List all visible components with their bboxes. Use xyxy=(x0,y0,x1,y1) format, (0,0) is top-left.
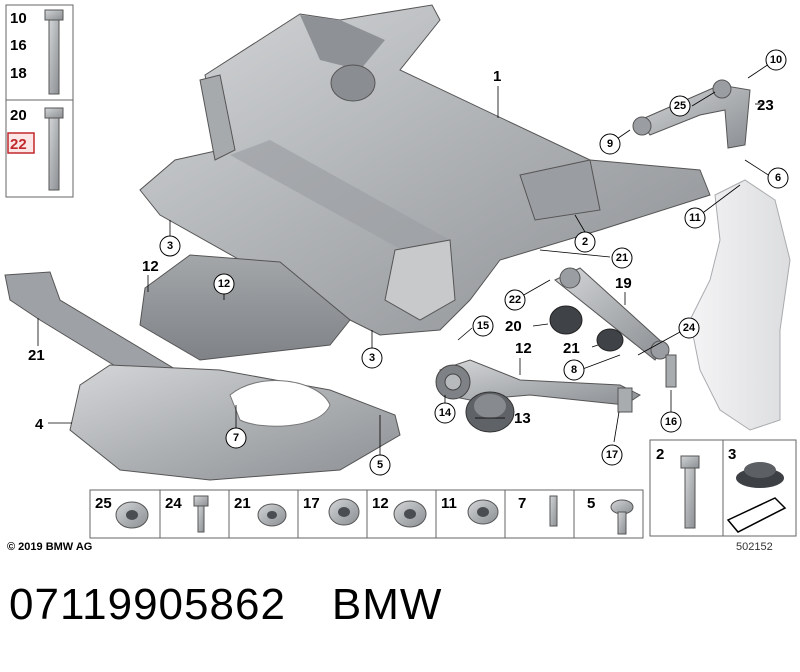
strip-part-7: 7 xyxy=(518,495,526,512)
callout-7: 12 xyxy=(218,278,230,290)
callout-4: 4 xyxy=(35,416,44,433)
bolt-variant-20: 20 xyxy=(10,107,27,124)
callout-21-left: 9 xyxy=(607,138,613,150)
callout-14: 20 xyxy=(505,318,522,335)
clip-7-icon xyxy=(549,495,558,527)
callout-20: 25 xyxy=(674,100,686,112)
callout-22: 6 xyxy=(775,172,781,184)
circled-callouts xyxy=(159,49,789,476)
part-caption: 07119905862 BMW xyxy=(9,580,488,630)
callout-12-lower: 17 xyxy=(606,449,618,461)
bushing-15 xyxy=(596,328,624,352)
callout-19: 23 xyxy=(757,97,774,114)
lower-control-arm xyxy=(554,267,677,388)
upper-control-arm xyxy=(632,79,751,149)
callout-23: 21 xyxy=(28,347,45,364)
short-bolt-icon xyxy=(44,107,64,191)
callout-8: 12 xyxy=(515,340,532,357)
wheel-carrier-knuckle xyxy=(689,179,791,431)
bolt-variant-22-highlighted: 22 xyxy=(10,136,27,153)
callout-12-right: 16 xyxy=(665,416,677,428)
side-parts-box: 2 3 xyxy=(649,439,797,537)
callout-3-upper: 3 xyxy=(167,240,173,252)
side-part-2-label: 2 xyxy=(656,446,664,463)
callout-25: 8 xyxy=(571,364,577,376)
part-number: 07119905862 xyxy=(9,580,286,629)
highlight-box xyxy=(7,132,35,154)
hydro-mount-9 xyxy=(465,391,515,433)
strip-part-24: 24 xyxy=(165,495,182,512)
bolt-length-10: 10 xyxy=(10,10,27,27)
callout-15: 21 xyxy=(563,340,580,357)
callout-9: 13 xyxy=(514,410,531,427)
diagram-code: 502152 xyxy=(736,541,773,553)
tension-strut xyxy=(435,359,641,413)
strip-part-11: 11 xyxy=(441,495,457,512)
copyright-notice: © 2019 BMW AG xyxy=(7,541,93,553)
callout-21-top: 10 xyxy=(770,54,782,66)
callout-11: 15 xyxy=(477,320,489,332)
strip-part-21: 21 xyxy=(234,495,251,512)
exploded-parts-diagram: 10 16 18 20 22 xyxy=(4,4,797,539)
strip-part-25: 25 xyxy=(95,495,112,512)
callout-21-knuckle: 11 xyxy=(689,212,701,224)
side-part-3-label: 3 xyxy=(728,446,736,463)
bolt-length-18: 18 xyxy=(10,65,27,82)
callout-1: 1 xyxy=(493,68,501,85)
callout-6: 12 xyxy=(142,258,159,275)
callout-18: 24 xyxy=(683,322,696,334)
callout-16: 21 xyxy=(616,252,628,264)
bolt-24-icon xyxy=(193,495,209,533)
screw-5-icon xyxy=(610,499,634,535)
bolt-length-16: 16 xyxy=(10,37,27,54)
underbody-panel-4 xyxy=(69,364,401,481)
callout-13: 19 xyxy=(615,275,632,292)
bolt-box: 10 16 18 20 22 xyxy=(5,4,74,198)
callout-3-lower: 3 xyxy=(369,352,375,364)
callout-5: 5 xyxy=(377,459,383,471)
parts-strip: 25 24 21 17 12 11 7 5 xyxy=(89,489,644,539)
callout-10: 14 xyxy=(439,407,452,419)
callout-17: 22 xyxy=(509,294,521,306)
cover-plate-6 xyxy=(139,254,351,361)
cap-3-icon xyxy=(736,462,784,488)
front-axle-subframe xyxy=(139,4,711,336)
strip-part-12: 12 xyxy=(372,495,389,512)
strip-part-17: 17 xyxy=(303,495,320,512)
strip-part-5: 5 xyxy=(587,495,595,512)
callout-2: 2 xyxy=(582,236,588,248)
arrow-icon xyxy=(726,497,787,533)
bolt-2-icon xyxy=(680,455,700,529)
callout-24: 7 xyxy=(233,432,239,444)
brand-name: BMW xyxy=(331,580,443,629)
long-bolt-icon xyxy=(44,9,64,95)
bushing-14 xyxy=(549,305,583,335)
